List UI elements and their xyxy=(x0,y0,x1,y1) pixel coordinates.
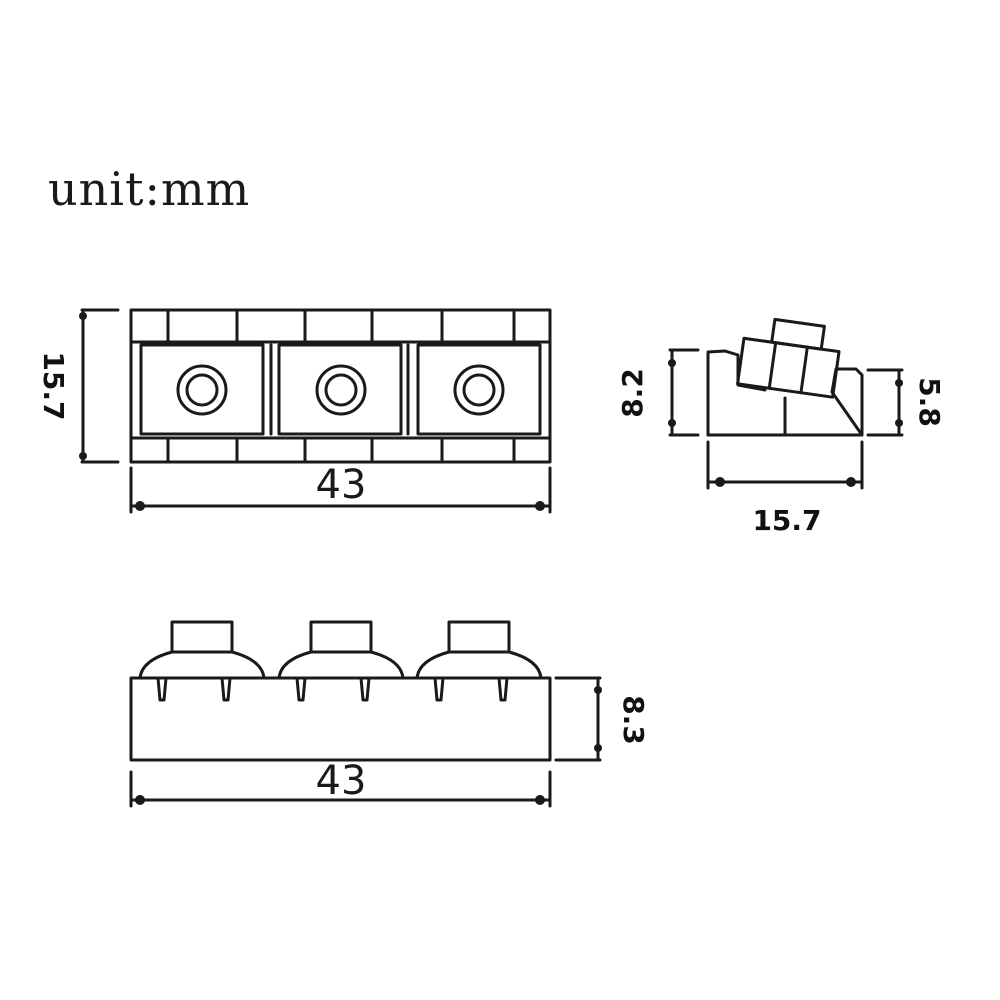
saddle-block-2 xyxy=(277,343,403,436)
unit-label: unit:mm xyxy=(48,162,251,216)
side-view xyxy=(668,317,904,490)
side-right-height-label: 5.8 xyxy=(913,377,946,427)
front-height-label: 8.3 xyxy=(617,695,650,745)
top-height-label: 15.7 xyxy=(37,351,70,420)
side-left-height-label: 8.2 xyxy=(616,368,649,418)
saddle-block-1 xyxy=(139,343,265,436)
top-width-label: 43 xyxy=(316,462,367,508)
top-view xyxy=(80,308,552,514)
front-width-label: 43 xyxy=(316,758,367,804)
saddle-block-3 xyxy=(416,343,542,436)
side-width-label: 15.7 xyxy=(752,504,821,537)
